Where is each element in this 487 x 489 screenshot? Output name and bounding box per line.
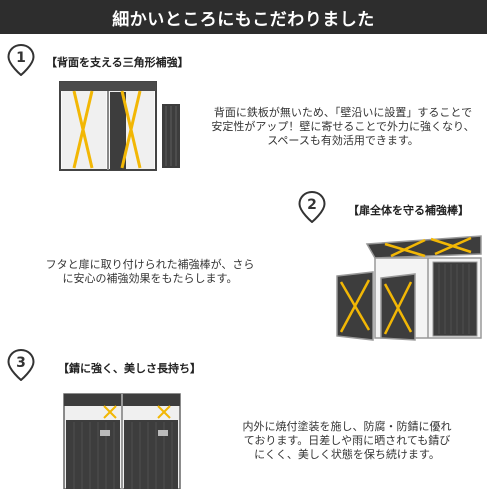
section-title: 【錆に強く、美しさ長持ち】: [58, 362, 201, 375]
shed-open-image: [336, 235, 482, 341]
number-pin-icon: 3: [7, 349, 35, 381]
section-description: 内外に焼付塗装を施し、防腐・防錆に優れ ております。日差しや雨に晒されても錆び …: [242, 420, 452, 461]
page-title: 細かいところにもこだわりました: [112, 9, 375, 30]
section-description: 背面に鉄板が無いため、「壁沿いに設置」することで 安定性がアップ！壁に寄せること…: [211, 106, 475, 147]
section-number: 1: [16, 50, 26, 66]
number-pin-icon: 2: [298, 191, 326, 223]
section-title: 【背面を支える三角形補強】: [46, 56, 189, 69]
shed-back-image: [59, 81, 180, 171]
number-pin-icon: 1: [7, 44, 35, 76]
section-title: 【扉全体を守る補強棒】: [348, 204, 469, 217]
shed-front-image: [63, 393, 181, 489]
section-description: フタと扉に取り付けられた補強棒が、さら に安心の補強効果をもたらします。: [45, 258, 255, 285]
section-number: 3: [16, 355, 26, 371]
header-banner: 細かいところにもこだわりました: [0, 0, 487, 34]
section-number: 2: [307, 197, 317, 213]
